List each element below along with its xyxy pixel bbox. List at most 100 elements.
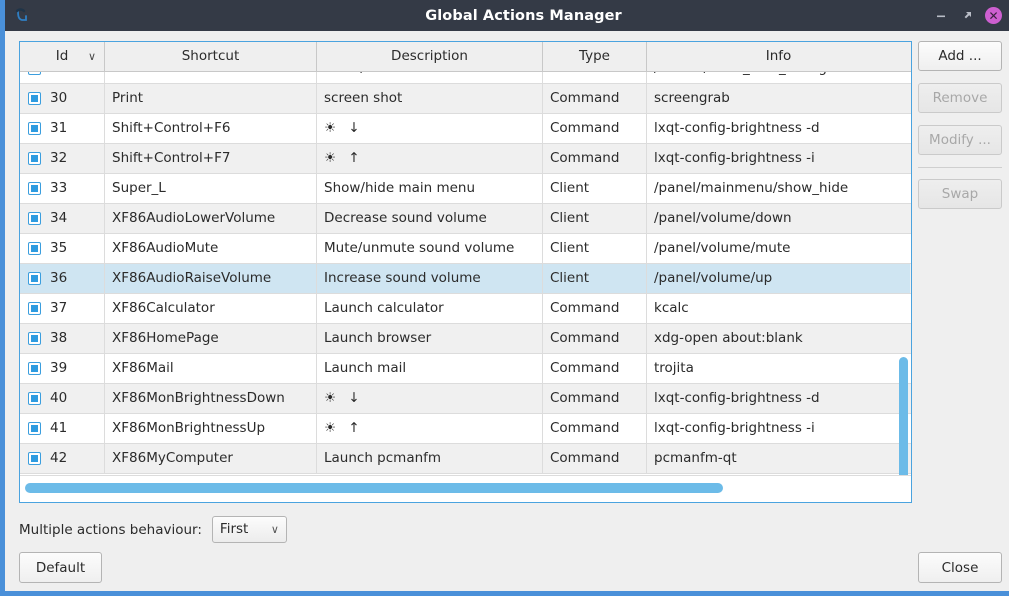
cell-description: ☀ ↓: [317, 384, 543, 413]
cell-description: Mute/unmute sound volume: [317, 234, 543, 263]
column-header-id[interactable]: Id ∨: [20, 42, 105, 72]
swap-button[interactable]: Swap: [918, 179, 1002, 209]
cell-description: ☀ ↑: [317, 414, 543, 443]
default-button[interactable]: Default: [19, 552, 102, 583]
row-checkbox[interactable]: [28, 452, 41, 465]
cell-type: Client: [543, 234, 647, 263]
row-checkbox[interactable]: [28, 242, 41, 255]
row-checkbox[interactable]: [28, 362, 41, 375]
row-id-label: 30: [50, 89, 68, 106]
modify-button[interactable]: Modify ...: [918, 125, 1002, 155]
cell-id: 42: [20, 444, 105, 473]
row-checkbox[interactable]: [28, 392, 41, 405]
row-checkbox[interactable]: [28, 72, 41, 75]
row-checkbox[interactable]: [28, 422, 41, 435]
cell-id: 34: [20, 204, 105, 233]
window-controls: ✕: [933, 0, 1008, 31]
row-checkbox[interactable]: [28, 272, 41, 285]
cell-type: Client: [543, 204, 647, 233]
cell-type: Command: [543, 444, 647, 473]
row-id-label: 36: [50, 269, 68, 286]
row-id-label: 37: [50, 299, 68, 316]
dialog-body: Id ∨ Shortcut Description Type Info 29 Me…: [10, 31, 1009, 591]
cell-description: screen shot: [317, 84, 543, 113]
actions-table: Id ∨ Shortcut Description Type Info 29 Me…: [19, 41, 912, 503]
row-checkbox[interactable]: [28, 92, 41, 105]
add-button[interactable]: Add ...: [918, 41, 1002, 71]
chevron-down-icon: ∨: [87, 50, 96, 63]
cell-id: 39: [20, 354, 105, 383]
cell-description: Show/hide main menu: [317, 174, 543, 203]
cell-type: Command: [543, 384, 647, 413]
close-icon[interactable]: ✕: [985, 7, 1002, 24]
horizontal-scrollbar[interactable]: [20, 475, 911, 502]
cell-info: lxqt-config-brightness -i: [654, 420, 815, 436]
column-header-shortcut[interactable]: Shortcut: [105, 42, 317, 72]
row-checkbox[interactable]: [28, 122, 41, 135]
multiple-actions-behaviour-row: Multiple actions behaviour: First ∨: [19, 516, 287, 543]
cell-info: screengrab: [654, 90, 730, 106]
behaviour-select-value: First: [219, 520, 249, 537]
table-body: 29Meta+RShow/hide runnerClient/runner/sh…: [20, 72, 911, 502]
vertical-scrollbar-thumb[interactable]: [899, 357, 908, 489]
behaviour-label: Multiple actions behaviour:: [19, 521, 202, 538]
row-id-label: 35: [50, 239, 68, 256]
cell-id: 40: [20, 384, 105, 413]
cell-id: 30: [20, 84, 105, 113]
row-id-label: 40: [50, 389, 68, 406]
table-rows: 29Meta+RShow/hide runnerClient/runner/sh…: [20, 72, 911, 474]
column-header-type[interactable]: Type: [543, 42, 647, 72]
cell-type: Command: [543, 324, 647, 353]
cell-id: 38: [20, 324, 105, 353]
column-header-info[interactable]: Info: [765, 48, 792, 64]
cell-description: Launch browser: [317, 324, 543, 353]
cell-info: pcmanfm-qt: [654, 450, 737, 466]
row-checkbox[interactable]: [28, 302, 41, 315]
column-header-description[interactable]: Description: [317, 42, 543, 72]
cell-info: /panel/volume/down: [654, 210, 792, 226]
row-checkbox[interactable]: [28, 152, 41, 165]
row-id-label: 41: [50, 419, 68, 436]
cell-shortcut: Meta+R: [105, 72, 317, 83]
cell-id: 33: [20, 174, 105, 203]
cell-description: ☀ ↓: [317, 114, 543, 143]
cell-shortcut: Shift+Control+F6: [105, 114, 317, 143]
table-row[interactable]: 29Meta+RShow/hide runnerClient/runner/sh…: [20, 72, 911, 84]
row-checkbox[interactable]: [28, 332, 41, 345]
cell-type: Command: [543, 414, 647, 443]
cell-description: Launch calculator: [317, 294, 543, 323]
column-header-id-label: Id: [55, 48, 69, 64]
close-button[interactable]: Close: [918, 552, 1002, 583]
row-checkbox[interactable]: [28, 212, 41, 225]
row-checkbox[interactable]: [28, 182, 41, 195]
cell-info: lxqt-config-brightness -d: [654, 390, 820, 406]
behaviour-select[interactable]: First ∨: [211, 516, 287, 543]
vertical-scrollbar[interactable]: [899, 73, 908, 489]
row-id-label: 31: [50, 119, 68, 136]
cell-description: Increase sound volume: [317, 264, 543, 293]
window-title: Global Actions Manager: [425, 7, 622, 24]
horizontal-scrollbar-thumb[interactable]: [25, 483, 723, 493]
remove-button[interactable]: Remove: [918, 83, 1002, 113]
minimize-icon[interactable]: [933, 8, 948, 23]
table-header-row: Id ∨ Shortcut Description Type Info: [20, 42, 911, 72]
cell-shortcut: Super_L: [105, 174, 317, 203]
maximize-icon[interactable]: [959, 8, 974, 23]
cell-type: Command: [543, 84, 647, 113]
row-id-label: 29: [50, 72, 67, 75]
cell-description: Show/hide runner: [317, 72, 543, 83]
cell-id: 32: [20, 144, 105, 173]
